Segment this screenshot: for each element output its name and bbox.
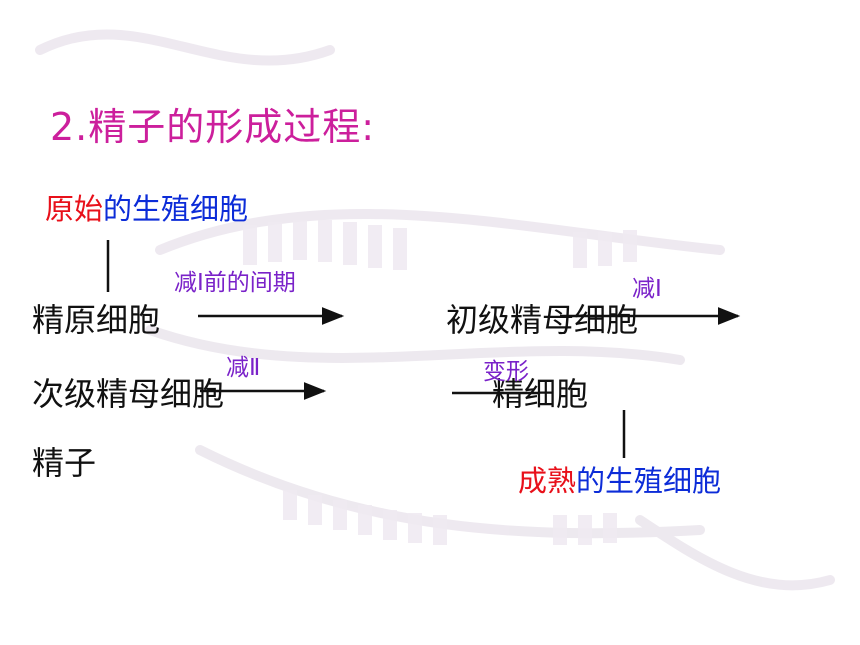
- origin-germ-cell-label: 原始的生殖细胞: [45, 195, 248, 224]
- cell-spermatogonium: 精原细胞: [32, 301, 161, 339]
- step-meiosis1-label: 减Ⅰ: [632, 276, 662, 302]
- mature-rest: 的生殖细胞: [576, 464, 722, 498]
- cell-sperm: 精子: [32, 444, 97, 482]
- cell-primary-spermatocyte: 初级精母细胞: [446, 301, 639, 339]
- mature-germ-cell-label: 成熟的生殖细胞: [518, 467, 721, 496]
- page-title: 2.精子的形成过程:: [50, 105, 376, 149]
- step-interphase-label: 减Ⅰ前的间期: [174, 270, 296, 296]
- origin-rest: 的生殖细胞: [103, 192, 249, 226]
- cell-secondary-spermatocyte: 次级精母细胞: [32, 375, 225, 413]
- step-meiosis2-label: 减Ⅱ: [226, 355, 261, 381]
- mature-highlight: 成熟: [518, 464, 577, 498]
- step-metamorphosis-label: 变形: [483, 359, 529, 385]
- origin-highlight: 原始: [45, 192, 104, 226]
